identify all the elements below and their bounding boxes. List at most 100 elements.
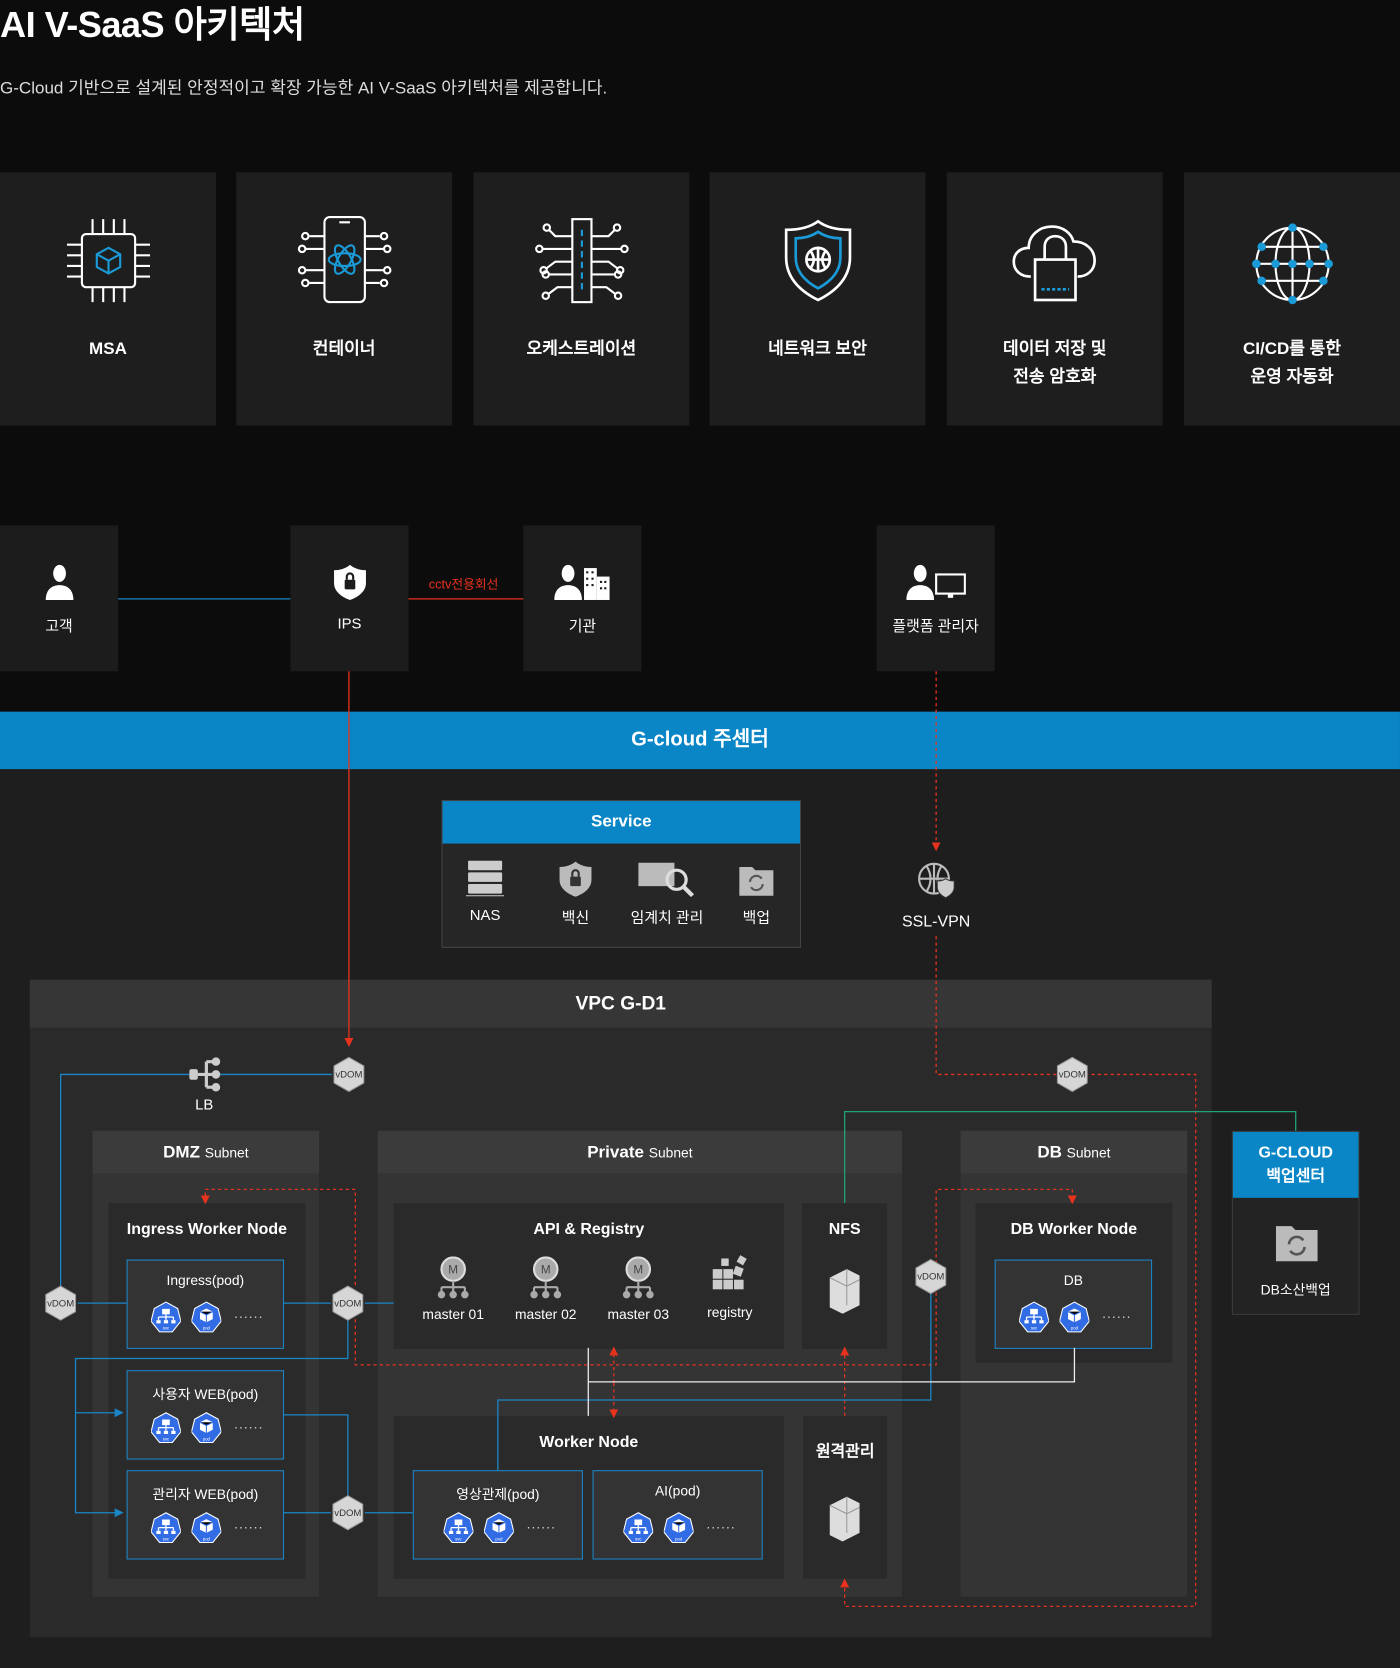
- globe-network-icon: [1251, 223, 1333, 305]
- pod-admin-web: 관리자 WEB(pod) svc pod ......: [126, 1470, 285, 1560]
- vdom-hex-icon: vDOM: [331, 1495, 365, 1531]
- svc-label: svc: [1031, 1326, 1038, 1331]
- vdom-label: vDOM: [1059, 1070, 1086, 1081]
- shield-lock-icon: [559, 861, 592, 897]
- pod-label: pod: [495, 1536, 503, 1541]
- feature-label: 네트워크 보안: [768, 340, 867, 359]
- feature-card-cicd: CI/CD를 통한 운영 자동화: [1184, 172, 1400, 426]
- more-dots: ......: [234, 1515, 264, 1532]
- pod-title: DB: [1063, 1272, 1083, 1289]
- service-label: NAS: [469, 906, 501, 924]
- nfs-node: NFS: [802, 1203, 888, 1349]
- registry: registry: [693, 1254, 767, 1320]
- server-icon: [829, 1496, 860, 1542]
- subnet-name: DB: [1037, 1143, 1062, 1162]
- node-title: Ingress Worker Node: [126, 1220, 288, 1239]
- pod-title: 영상관제(pod): [456, 1486, 540, 1503]
- k8s-pod-icon: pod: [191, 1301, 222, 1333]
- node-title: API & Registry: [533, 1220, 645, 1239]
- pod-title: Ingress(pod): [166, 1272, 245, 1289]
- feature-card-orchestration: 오케스트레이션: [473, 172, 690, 426]
- svc-label: svc: [163, 1326, 170, 1331]
- subnet-suffix: Subnet: [204, 1144, 249, 1161]
- feature-card-container: 컨테이너: [236, 172, 453, 426]
- service-label: 임계치 관리: [630, 908, 704, 926]
- pod-label: pod: [203, 1436, 211, 1441]
- k8s-svc-icon: svc: [623, 1512, 654, 1544]
- master-node-icon: M: [437, 1256, 469, 1299]
- globe-shield-icon: [918, 862, 955, 899]
- page-title: AI V-SaaS 아키텍처: [0, 5, 305, 46]
- vpc-title: VPC G-D1: [29, 979, 1212, 1028]
- pod-video: 영상관제(pod) svc pod ......: [412, 1470, 583, 1560]
- ssl-vpn-label: SSL-VPN: [901, 912, 971, 931]
- svc-label: svc: [163, 1536, 170, 1541]
- svg-text:M: M: [448, 1263, 458, 1276]
- actor-customer: 고객: [0, 525, 119, 672]
- service-nas: NAS: [448, 860, 522, 924]
- registry-cubes-icon: [712, 1255, 747, 1290]
- pod-label: pod: [203, 1326, 211, 1331]
- vdom-hex-icon: vDOM: [1055, 1056, 1089, 1093]
- svc-label: svc: [635, 1536, 642, 1541]
- master-node-icon: M: [622, 1256, 654, 1299]
- main-center-banner: G-cloud 주센터: [0, 711, 1400, 770]
- shield-globe-icon: [784, 219, 851, 302]
- monitor-search-icon: [638, 862, 695, 898]
- chip-cube-icon: [66, 219, 150, 303]
- pod-title: 사용자 WEB(pod): [152, 1386, 259, 1403]
- backup-folder-icon: [1275, 1226, 1318, 1262]
- feature-label: CI/CD를 통한 운영 자동화: [1242, 340, 1342, 387]
- feature-label: MSA: [89, 340, 127, 359]
- remote-management-node: 원격관리: [803, 1415, 888, 1579]
- user-icon: [45, 564, 73, 600]
- feature-label: 컨테이너: [312, 340, 376, 359]
- circuit-icon: [534, 218, 629, 304]
- master-label: master 03: [607, 1306, 670, 1323]
- service-label: 백신: [561, 908, 590, 926]
- svc-label: svc: [163, 1436, 170, 1441]
- backup-center-box: G-CLOUD 백업센터 DB소산백업: [1231, 1130, 1360, 1315]
- pod-label: pod: [675, 1536, 683, 1541]
- vdom-label: vDOM: [334, 1298, 361, 1309]
- backup-item-label: DB소산백업: [1260, 1281, 1331, 1298]
- more-dots: ......: [234, 1305, 264, 1322]
- backup-folder-icon: [739, 866, 774, 896]
- k8s-pod-icon: pod: [191, 1412, 222, 1444]
- server-stack-icon: [465, 860, 505, 897]
- master-label: master 02: [514, 1306, 577, 1323]
- pod-user-web: 사용자 WEB(pod) svc pod ......: [126, 1370, 285, 1460]
- page-subtitle: G-Cloud 기반으로 설계된 안정적이고 확장 가능한 AI V-SaaS …: [0, 79, 608, 98]
- top-section: [0, 0, 1400, 712]
- vdom-hex-icon: vDOM: [914, 1258, 948, 1295]
- more-dots: ......: [526, 1515, 557, 1532]
- pod-label: pod: [1071, 1326, 1079, 1331]
- more-dots: ......: [234, 1415, 264, 1432]
- service-box: Service NAS 백신 임계치 관리 백업: [441, 799, 802, 948]
- subnet-name: DMZ: [163, 1143, 200, 1162]
- vdom-hex-icon: vDOM: [332, 1056, 366, 1093]
- master-node-icon: M: [530, 1256, 562, 1299]
- more-dots: ......: [706, 1515, 736, 1532]
- subnet-suffix: Subnet: [648, 1144, 693, 1161]
- feature-card-network-security: 네트워크 보안: [709, 172, 926, 426]
- master-label: master 01: [422, 1306, 484, 1323]
- pod-title: AI(pod): [654, 1482, 701, 1499]
- pod-ingress: Ingress(pod) svc pod ......: [126, 1259, 285, 1349]
- user-monitor-icon: [905, 564, 966, 600]
- svg-text:M: M: [541, 1263, 551, 1276]
- actor-label: 기관: [568, 617, 597, 635]
- feature-label: 데이터 저장 및 전송 암호화: [1003, 340, 1107, 387]
- k8s-pod-icon: pod: [191, 1512, 222, 1544]
- actor-label: IPS: [337, 614, 362, 632]
- more-dots: ......: [1102, 1305, 1132, 1322]
- backup-center-title: G-CLOUD 백업센터: [1232, 1131, 1359, 1198]
- cloud-lock-icon: [1011, 225, 1096, 302]
- service-title: Service: [442, 801, 800, 844]
- feature-card-data-encryption: 데이터 저장 및 전송 암호화: [946, 172, 1163, 426]
- k8s-pod-icon: pod: [484, 1512, 514, 1544]
- vdom-hex-icon: vDOM: [331, 1285, 365, 1321]
